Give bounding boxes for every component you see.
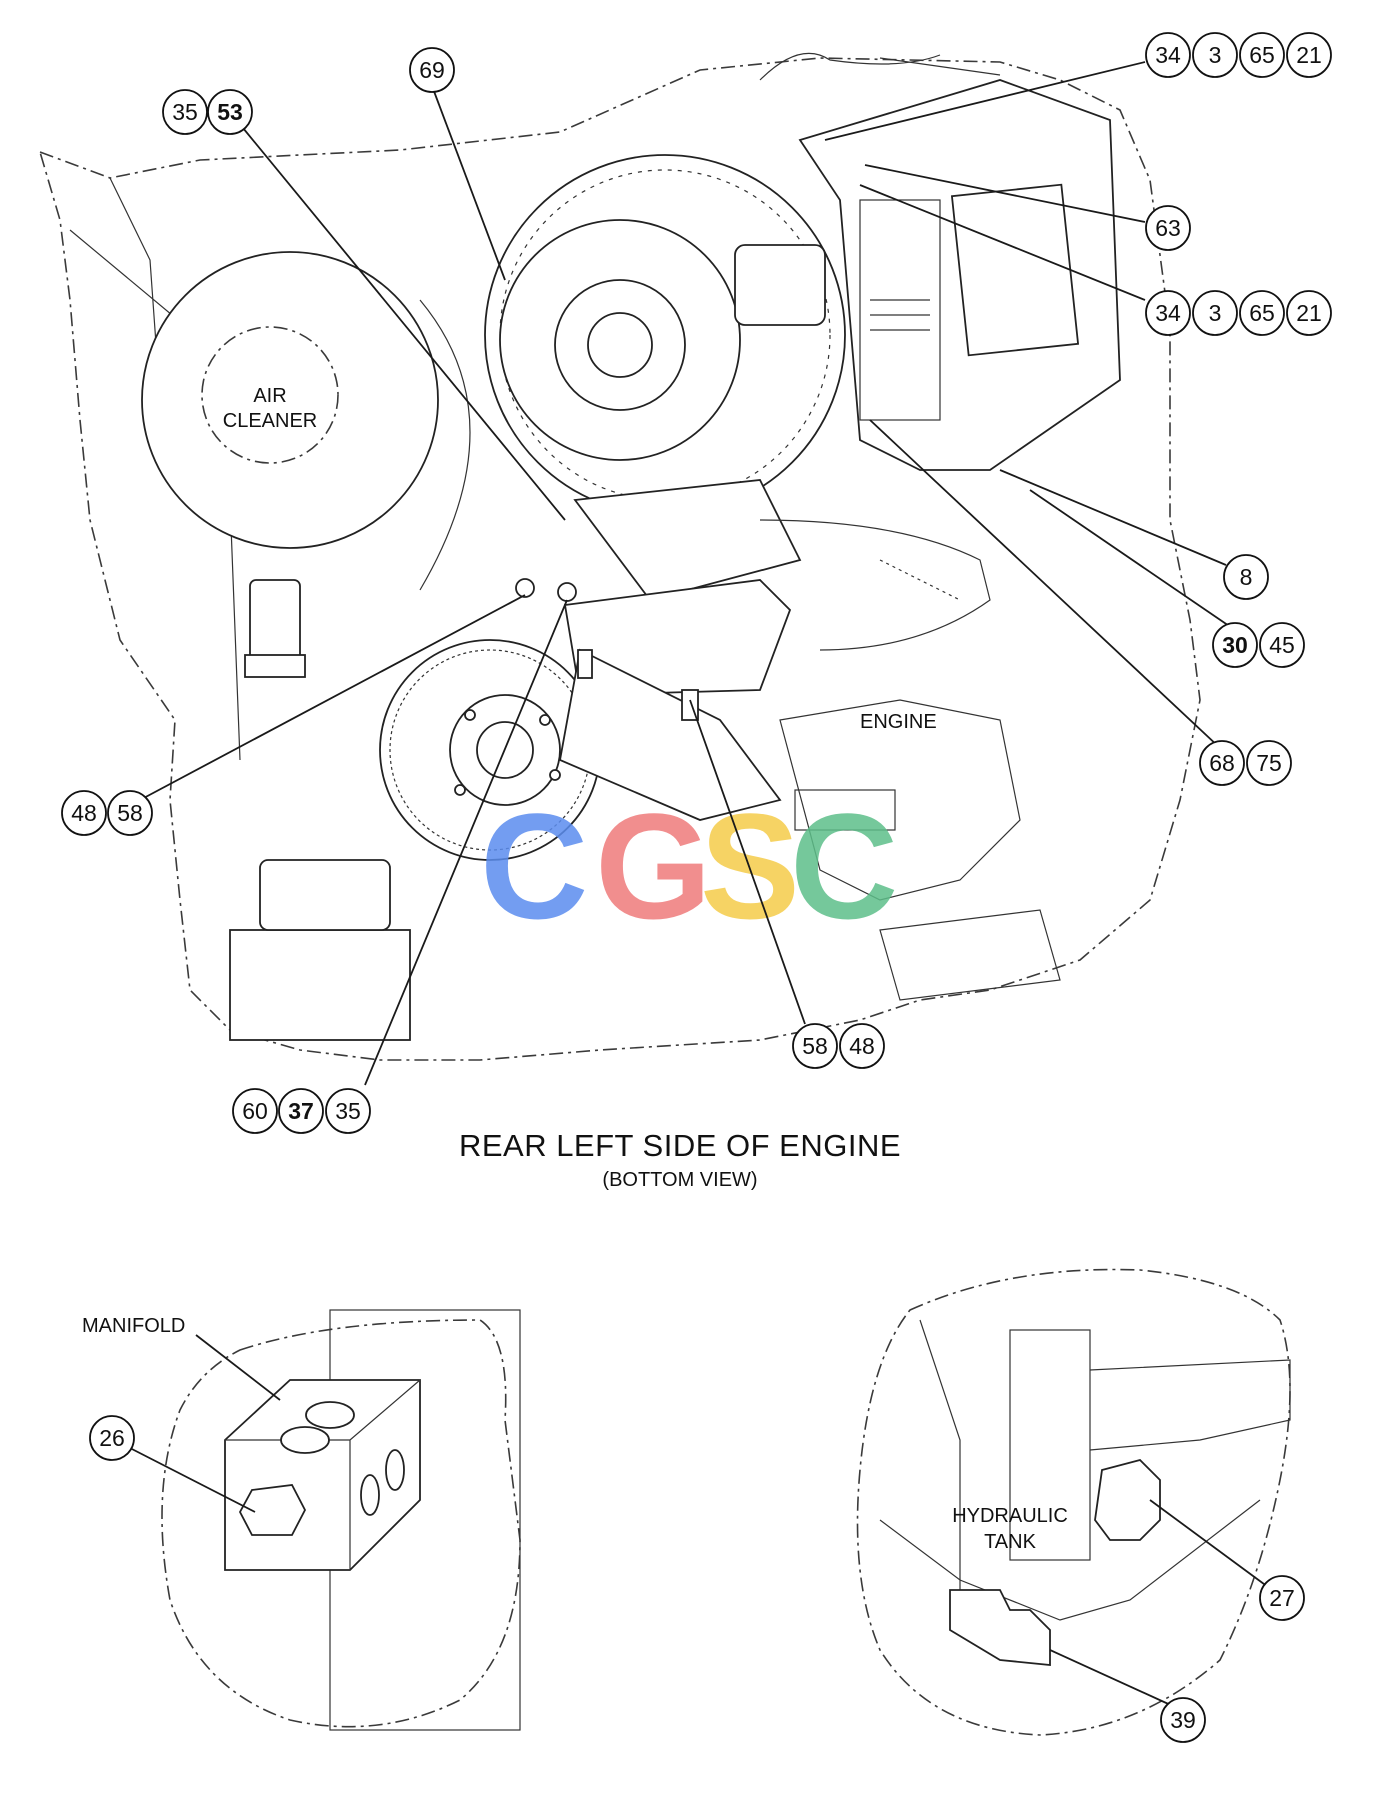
watermark-letter-c2: C [790, 782, 898, 950]
engine-block: ENGINE [779, 699, 1061, 1001]
callout-35: 35 [162, 89, 208, 135]
svg-text:48: 48 [849, 1033, 875, 1059]
svg-text:37: 37 [288, 1098, 314, 1124]
svg-text:68: 68 [1209, 750, 1235, 776]
callout-26: 26 [89, 1415, 135, 1461]
callout-21: 21 [1286, 290, 1332, 336]
callout-58: 58 [107, 790, 153, 836]
svg-text:8: 8 [1240, 564, 1253, 590]
tank-edge [919, 1319, 961, 1620]
svg-text:3: 3 [1209, 300, 1222, 326]
svg-text:45: 45 [1269, 632, 1295, 658]
fitting-27 [1094, 1458, 1161, 1541]
tank-view-boundary [856, 1268, 1291, 1736]
fitting [238, 1484, 307, 1536]
callout-3: 3 [1192, 290, 1238, 336]
fan-louver [879, 559, 961, 601]
callout-65: 65 [1239, 290, 1285, 336]
watermark: C G S C [480, 782, 898, 950]
tank-view: HYDRAULIC TANK 27 39 [856, 1268, 1305, 1743]
callout-65: 65 [1239, 32, 1285, 78]
svg-text:65: 65 [1249, 300, 1275, 326]
svg-text:26: 26 [99, 1425, 125, 1451]
svg-text:35: 35 [172, 99, 198, 125]
alternator [484, 154, 846, 602]
callout-75: 75 [1246, 740, 1292, 786]
engine-label: ENGINE [860, 711, 937, 733]
leader-lines-main [139, 61, 1236, 1086]
svg-text:3: 3 [1209, 42, 1222, 68]
callout-35: 35 [325, 1088, 371, 1134]
svg-text:75: 75 [1256, 750, 1282, 776]
callout-37: 37 [278, 1088, 324, 1134]
svg-text:60: 60 [242, 1098, 268, 1124]
callout-8: 8 [1223, 554, 1269, 600]
main-view-title: REAR LEFT SIDE OF ENGINE [459, 1128, 901, 1163]
svg-text:69: 69 [419, 57, 445, 83]
callout-48: 48 [839, 1023, 885, 1069]
callout-45: 45 [1259, 622, 1305, 668]
tank-body [879, 1499, 1261, 1621]
svg-text:27: 27 [1269, 1585, 1295, 1611]
manifold-view: MANIFOLD 26 [82, 1309, 521, 1731]
svg-text:65: 65 [1249, 42, 1275, 68]
mount-block [229, 929, 411, 1041]
callout-58: 58 [792, 1023, 838, 1069]
watermark-letter-c1: C [480, 782, 588, 950]
callout-53: 53 [207, 89, 253, 135]
callout-21: 21 [1286, 32, 1332, 78]
tank-label-1: HYDRAULIC [952, 1505, 1068, 1527]
fitting-39 [949, 1589, 1051, 1666]
svg-text:58: 58 [117, 800, 143, 826]
callout-48: 48 [61, 790, 107, 836]
air-cleaner-label-1: AIR [253, 385, 286, 407]
svg-text:48: 48 [71, 800, 97, 826]
svg-text:34: 34 [1155, 300, 1181, 326]
svg-text:39: 39 [1170, 1707, 1196, 1733]
fan-guard [759, 519, 991, 651]
svg-text:34: 34 [1155, 42, 1181, 68]
air-cleaner-label-2: CLEANER [223, 410, 317, 432]
control-box [759, 52, 1121, 471]
svg-text:53: 53 [217, 99, 243, 125]
main-view: AIR CLEANER [38, 52, 1201, 1061]
watermark-letter-s: S [700, 782, 800, 950]
callout-3: 3 [1192, 32, 1238, 78]
manifold-view-boundary [161, 1319, 521, 1728]
tank-label-2: TANK [984, 1531, 1037, 1553]
callout-69: 69 [409, 47, 455, 93]
engine-mount [259, 859, 391, 931]
svg-text:58: 58 [802, 1033, 828, 1059]
svg-text:21: 21 [1296, 42, 1322, 68]
watermark-letter-g: G [595, 782, 712, 950]
callout-27: 27 [1259, 1575, 1305, 1621]
callout-30: 30 [1212, 622, 1258, 668]
bolt [577, 649, 593, 679]
callout-68: 68 [1199, 740, 1245, 786]
bolt [557, 582, 577, 602]
tank-bracket [1009, 1329, 1091, 1561]
svg-text:30: 30 [1222, 632, 1248, 658]
callouts-main: 69 35 53 34 3 65 21 63 34 3 65 21 8 30 4… [61, 32, 1332, 1134]
callout-34: 34 [1145, 290, 1191, 336]
bolt [515, 578, 535, 598]
svg-text:21: 21 [1296, 300, 1322, 326]
callout-60: 60 [232, 1088, 278, 1134]
main-view-subtitle: (BOTTOM VIEW) [602, 1169, 757, 1191]
air-cleaner: AIR CLEANER [141, 251, 471, 678]
callout-34: 34 [1145, 32, 1191, 78]
svg-text:63: 63 [1155, 215, 1181, 241]
callout-39: 39 [1160, 1697, 1206, 1743]
callout-63: 63 [1145, 205, 1191, 251]
manifold-label: MANIFOLD [82, 1315, 185, 1337]
svg-text:35: 35 [335, 1098, 361, 1124]
